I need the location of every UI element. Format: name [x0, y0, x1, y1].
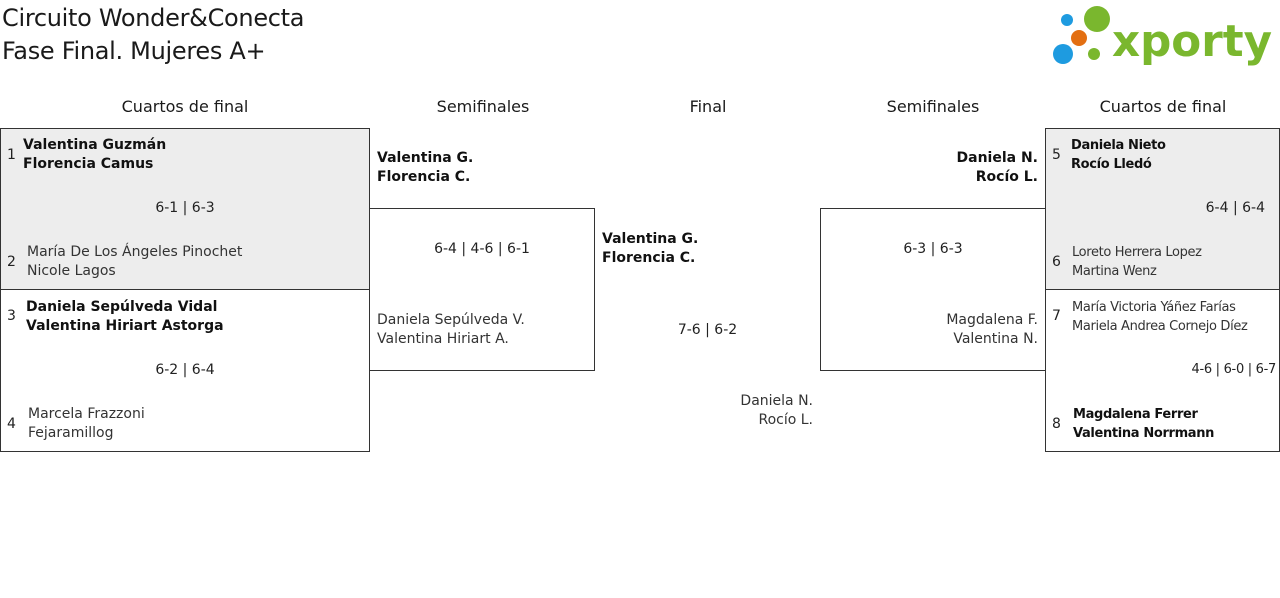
- xporty-logo: xporty: [1053, 6, 1272, 67]
- player: María Victoria Yáñez Farías: [1072, 300, 1236, 315]
- team-sf1-bottom[interactable]: Daniela Sepúlveda V. Valentina Hiriart A…: [377, 311, 525, 349]
- player: Valentina Guzmán: [23, 137, 167, 153]
- team-qf4-top[interactable]: María Victoria Yáñez Farías Mariela Andr…: [1072, 298, 1277, 336]
- team-qf3-bottom[interactable]: Loreto Herrera Lopez Martina Wenz: [1072, 243, 1277, 281]
- team-qf2-bottom[interactable]: Marcela Frazzoni Fejaramillog: [28, 405, 145, 443]
- team-sf2-top[interactable]: Daniela N. Rocío L.: [957, 149, 1038, 187]
- player: Valentina N.: [953, 331, 1038, 347]
- player: Mariela Andrea Cornejo Díez: [1072, 319, 1248, 334]
- score-qf3: 6-4 | 6-4: [1205, 200, 1265, 216]
- team-final-top[interactable]: Valentina G. Florencia C.: [602, 230, 698, 268]
- seed-8: 8: [1052, 416, 1061, 432]
- seed-7: 7: [1052, 308, 1061, 324]
- round-header-final: Final: [689, 97, 727, 116]
- player: Rocío L.: [758, 412, 813, 428]
- seed-5: 5: [1052, 147, 1061, 163]
- page-title: Circuito Wonder&Conecta Fase Final. Muje…: [2, 2, 305, 68]
- player: Nicole Lagos: [27, 263, 116, 279]
- round-header-left-qf: Cuartos de final: [121, 97, 249, 116]
- team-qf1-bottom[interactable]: María De Los Ángeles Pinochet Nicole Lag…: [27, 243, 242, 281]
- round-header-right-sf: Semifinales: [886, 97, 980, 116]
- player: Valentina Hiriart Astorga: [26, 318, 224, 334]
- player: Daniela N.: [740, 393, 813, 409]
- seed-2: 2: [7, 254, 16, 270]
- match-sf-1[interactable]: [369, 208, 595, 371]
- score-qf2: 6-2 | 6-4: [155, 362, 215, 378]
- score-qf1: 6-1 | 6-3: [155, 200, 215, 216]
- score-sf2: 6-3 | 6-3: [903, 241, 963, 257]
- team-qf1-top[interactable]: Valentina Guzmán Florencia Camus: [23, 136, 166, 174]
- score-sf1: 6-4 | 4-6 | 6-1: [434, 241, 530, 257]
- round-header-right-qf: Cuartos de final: [1099, 97, 1227, 116]
- seed-4: 4: [7, 416, 16, 432]
- title-line-1: Circuito Wonder&Conecta: [2, 4, 305, 32]
- player: Valentina G.: [602, 231, 699, 247]
- player: Loreto Herrera Lopez: [1072, 245, 1202, 260]
- player: Valentina Hiriart A.: [377, 331, 509, 347]
- seed-3: 3: [7, 308, 16, 324]
- team-qf3-top[interactable]: Daniela Nieto Rocío Lledó: [1071, 136, 1276, 174]
- round-header-left-sf: Semifinales: [436, 97, 530, 116]
- title-line-2: Fase Final. Mujeres A+: [2, 37, 266, 65]
- player: Florencia C.: [602, 250, 696, 266]
- team-sf2-bottom[interactable]: Magdalena F. Valentina N.: [946, 311, 1038, 349]
- player: Marcela Frazzoni: [28, 406, 145, 422]
- logo-text: xporty: [1112, 16, 1272, 67]
- player: María De Los Ángeles Pinochet: [27, 244, 243, 260]
- logo-dot-green-small: [1088, 48, 1100, 60]
- player: Valentina Norrmann: [1073, 426, 1215, 441]
- player: Valentina G.: [377, 150, 474, 166]
- logo-dot-blue-bottom: [1053, 44, 1073, 64]
- player: Daniela N.: [956, 150, 1038, 166]
- player: Martina Wenz: [1072, 264, 1157, 279]
- player: Daniela Nieto: [1071, 138, 1166, 153]
- player: Florencia C.: [377, 169, 471, 185]
- team-qf2-top[interactable]: Daniela Sepúlveda Vidal Valentina Hiriar…: [26, 298, 224, 336]
- logo-dot-green-big: [1084, 6, 1110, 32]
- player: Magdalena F.: [946, 312, 1038, 328]
- team-final-bottom[interactable]: Daniela N. Rocío L.: [740, 392, 813, 430]
- player: Daniela Sepúlveda V.: [377, 312, 525, 328]
- player: Florencia Camus: [23, 156, 154, 172]
- match-sf-2[interactable]: [820, 208, 1046, 371]
- seed-1: 1: [7, 147, 16, 163]
- score-qf4: 4-6 | 6-0 | 6-7: [1191, 362, 1277, 377]
- player: Daniela Sepúlveda Vidal: [26, 299, 218, 315]
- seed-6: 6: [1052, 254, 1061, 270]
- team-qf4-bottom[interactable]: Magdalena Ferrer Valentina Norrmann: [1073, 405, 1278, 443]
- player: Magdalena Ferrer: [1073, 407, 1198, 422]
- match-qf-1[interactable]: [0, 128, 370, 290]
- team-sf1-top[interactable]: Valentina G. Florencia C.: [377, 149, 473, 187]
- player: Rocío Lledó: [1071, 157, 1152, 172]
- logo-dot-orange: [1071, 30, 1087, 46]
- score-final: 7-6 | 6-2: [677, 322, 738, 338]
- player: Rocío L.: [975, 169, 1038, 185]
- player: Fejaramillog: [28, 425, 114, 441]
- logo-dot-blue-top: [1061, 14, 1073, 26]
